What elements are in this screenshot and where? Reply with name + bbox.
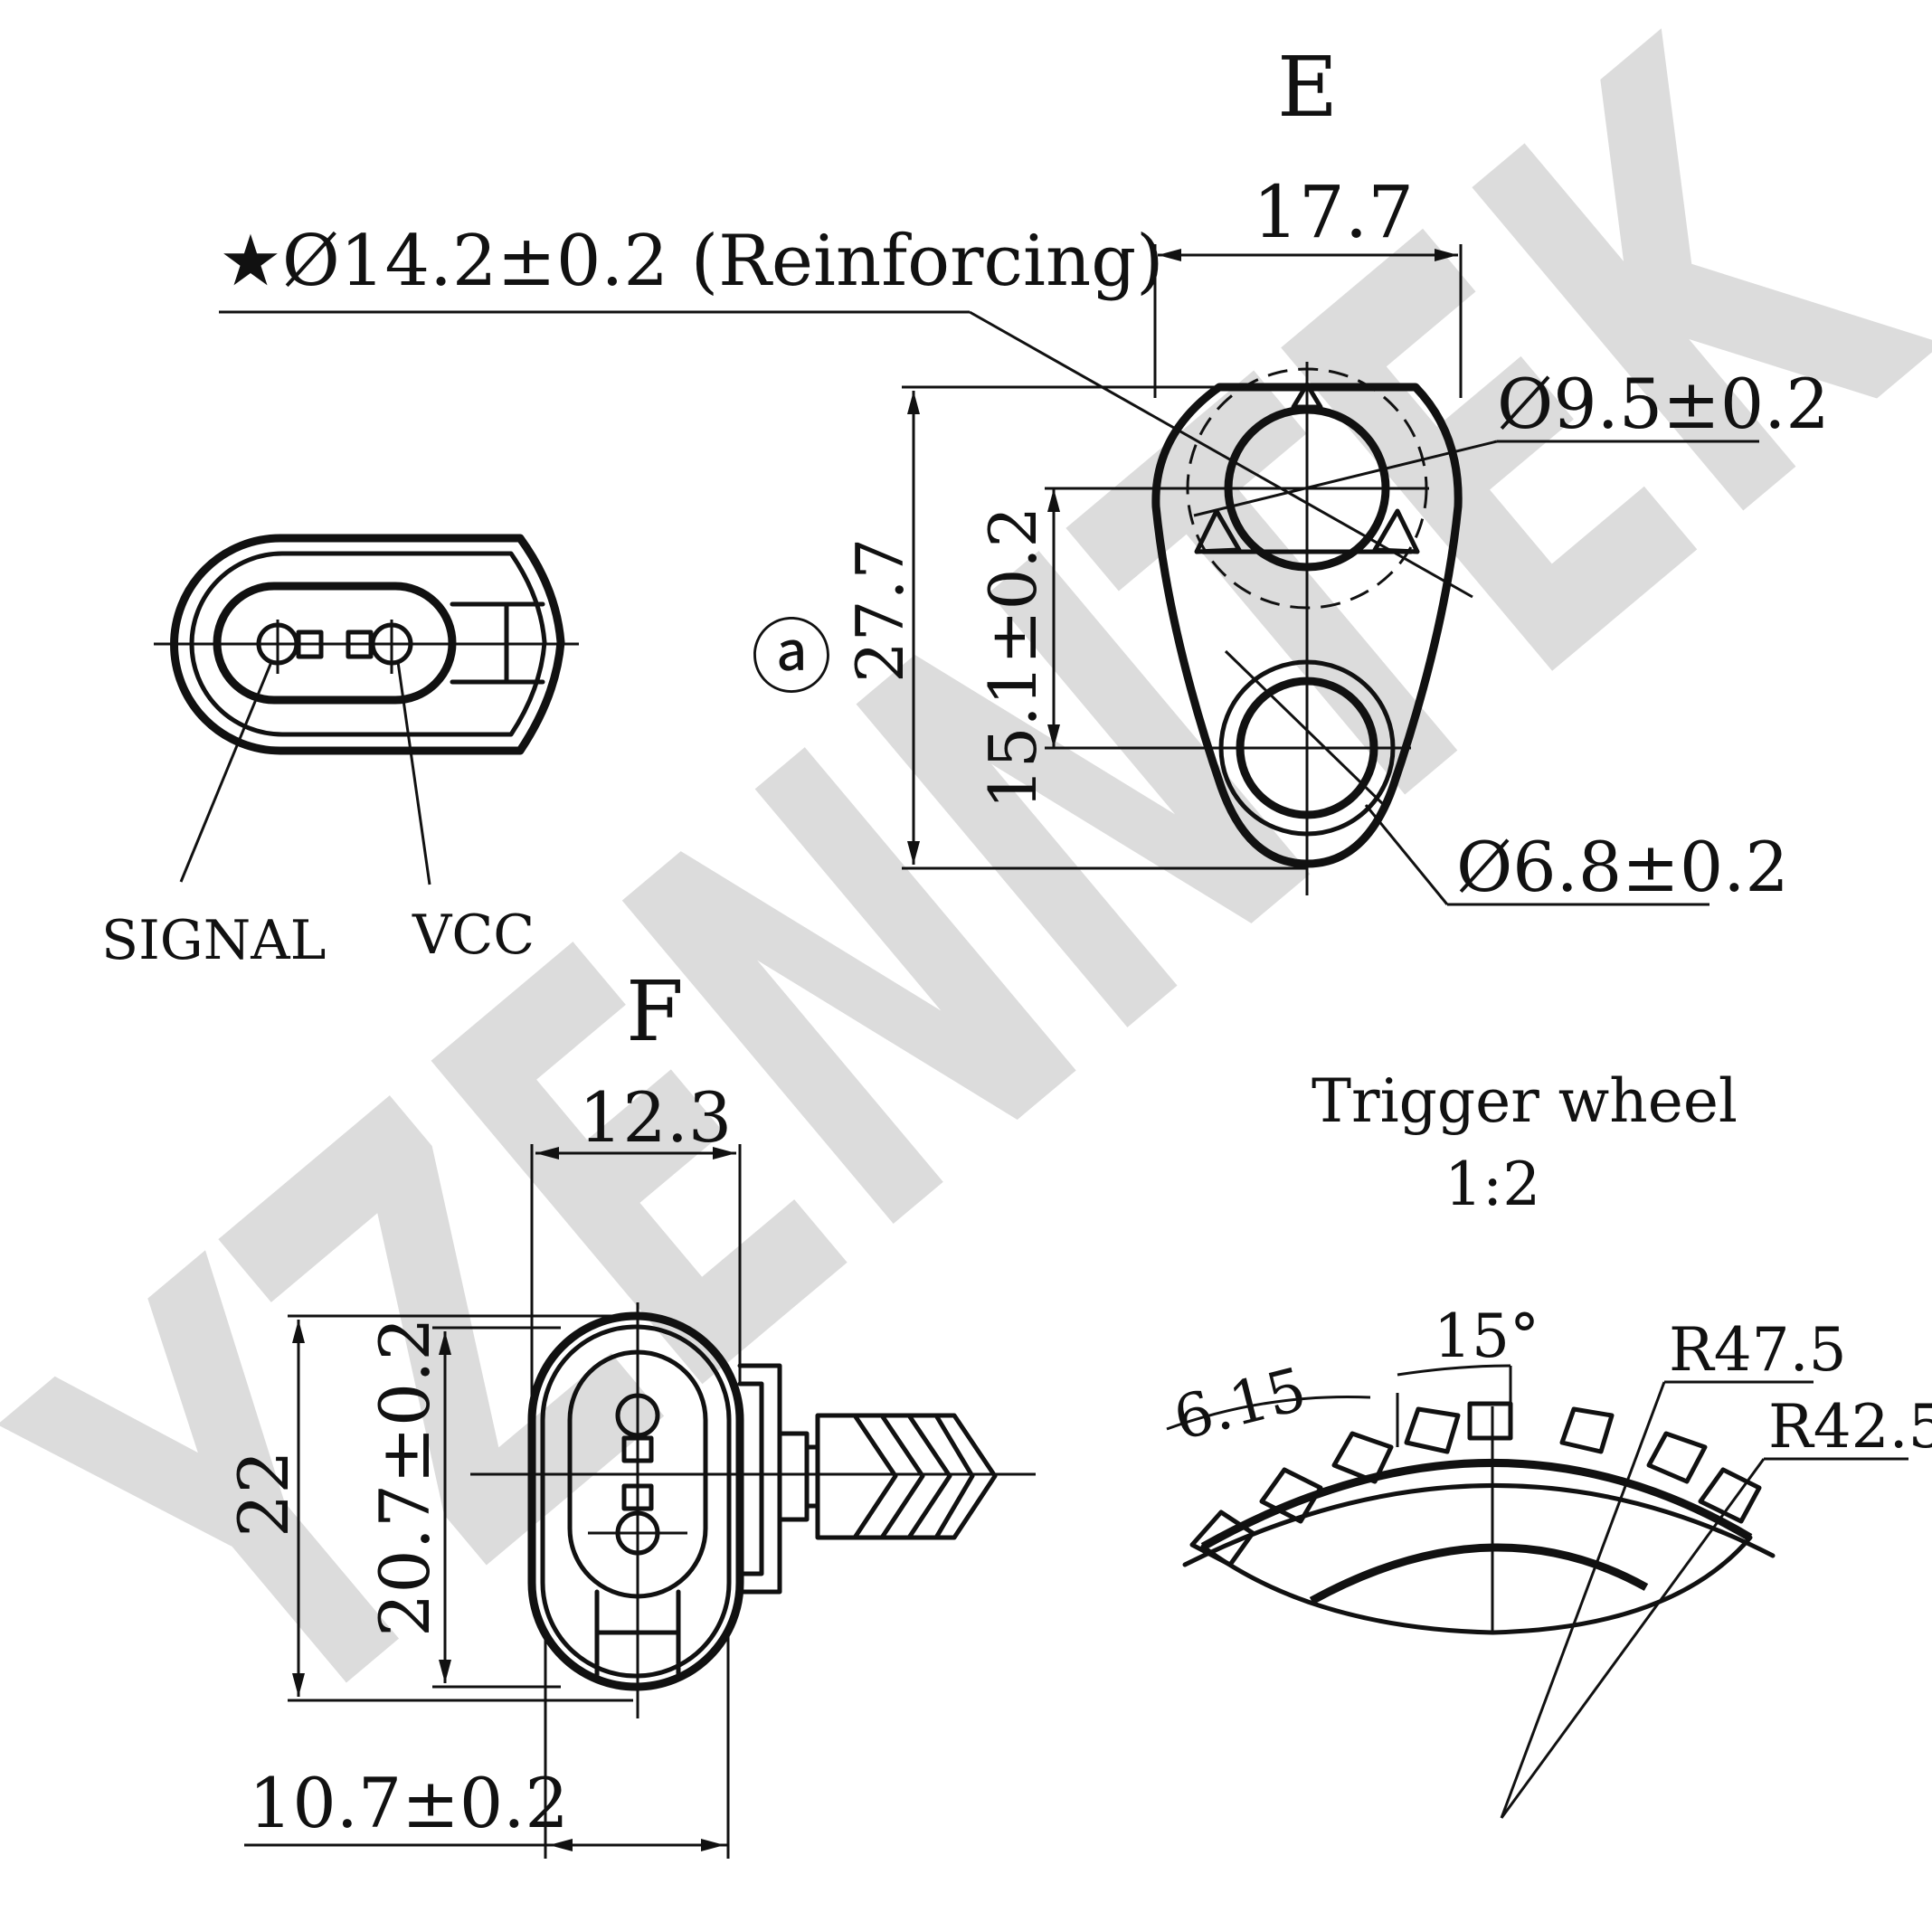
view-e-height-mark: ⓐ [751, 611, 832, 705]
view-e-width-dim: 17.7 [1253, 170, 1414, 254]
trigger-wheel-teeth [1189, 1401, 1762, 1567]
view-f-width-dim: 12.3 [579, 1077, 732, 1158]
trigger-wheel-outer-radius: R47.5 [1669, 1315, 1847, 1385]
view-e-reinforcing-callout: ★Ø14.2±0.2 (Reinforcing) [219, 221, 1164, 302]
view-e-lower-hole-dia: Ø6.8±0.2 [1456, 827, 1789, 907]
trigger-wheel-angle-dim: 15° [1434, 1302, 1539, 1371]
trigger-wheel: Trigger wheel 1:2 15° 6.15 R47.5 R42.5 [1166, 1066, 1932, 1819]
connector-front-view: SIGNAL VCC [101, 534, 579, 972]
view-e-label: E [1277, 39, 1338, 136]
pin-label-vcc: VCC [412, 904, 535, 967]
view-f-label: F [626, 963, 684, 1060]
trigger-wheel-inner-radius: R42.5 [1768, 1392, 1932, 1462]
view-e-upper-hole-dia: Ø9.5±0.2 [1497, 364, 1830, 444]
view-f-height-dim: 22 [223, 1450, 304, 1538]
trigger-wheel-tooth-dim: 6.15 [1167, 1354, 1312, 1453]
view-f: F 12.3 22 [223, 963, 1036, 1859]
trigger-wheel-title: Trigger wheel [1312, 1066, 1738, 1136]
view-e-hole-spacing: 15.1±0.2 [975, 506, 1051, 809]
view-f-pin-span: 20.7±0.2 [365, 1317, 445, 1637]
trigger-wheel-scale: 1:2 [1444, 1150, 1540, 1219]
view-e-height-dim: 27.7 [842, 538, 918, 683]
view-f-depth-dim: 10.7±0.2 [249, 1763, 569, 1843]
view-e: E 17.7 ★Ø14.2±0.2 (Reinforcing) 27.7 ⓐ [219, 39, 1830, 907]
pin-label-signal: SIGNAL [101, 909, 326, 972]
